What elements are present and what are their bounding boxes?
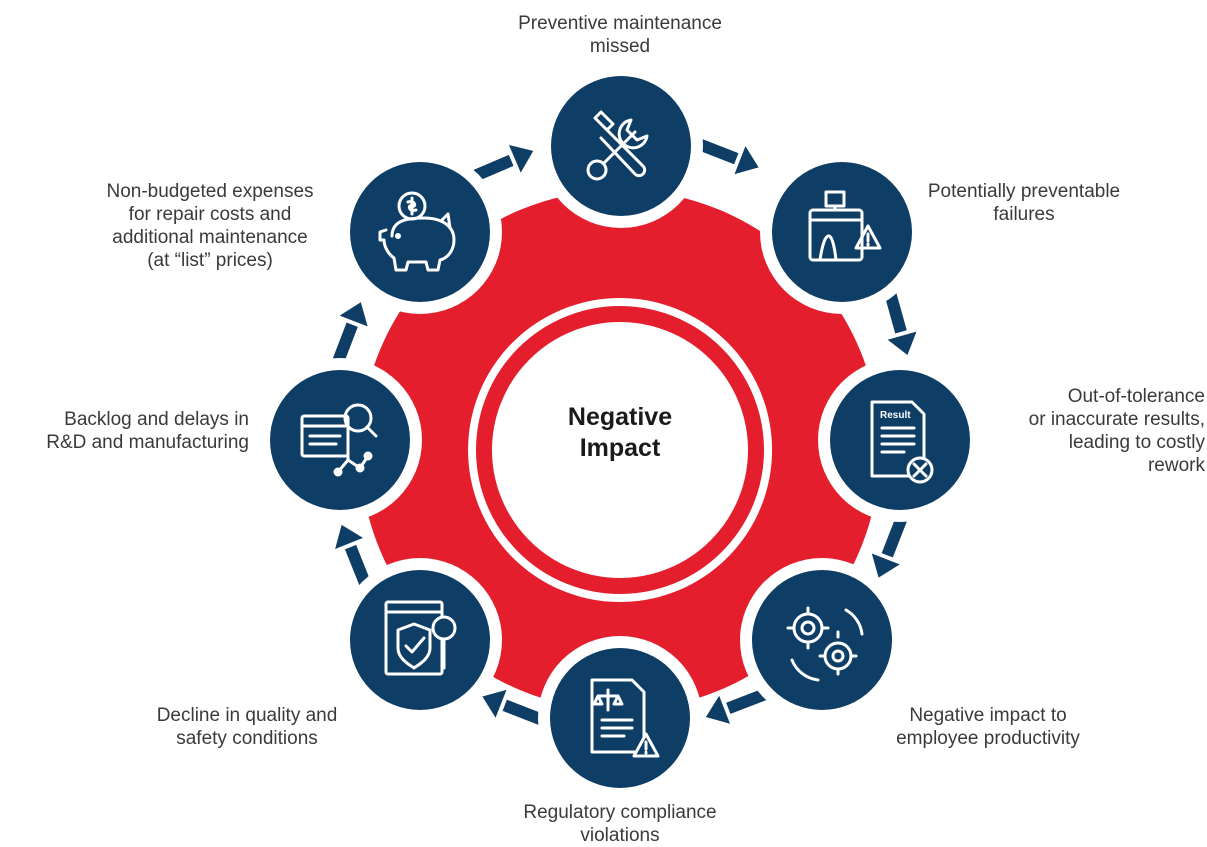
label-backlog-delays: Backlog and delays in R&D and manufactur… [46,409,249,453]
piggy-bank-icon [378,191,456,272]
node-6 [338,558,502,722]
node-7 [258,358,422,522]
node-8 [338,150,502,314]
red-ring [359,190,880,710]
label-non-budgeted-expenses: Non-budgeted expenses for repair costs a… [106,181,314,271]
node-4 [740,558,904,722]
center-white-disc [500,330,740,570]
label-out-of-tolerance: Out-of-tolerance or inaccurate results, … [1028,386,1205,476]
node-3 [818,358,982,522]
tools-icon [586,110,649,181]
nodes-layer: Result [258,64,982,800]
label-preventive-maintenance: Preventive maintenance missed [518,13,722,57]
legal-document-warning-icon [590,678,660,758]
label-decline-quality: Decline in quality and safety conditions [156,705,338,749]
label-regulatory-compliance: Regulatory compliance violations [523,802,717,846]
svg-text:Result: Result [880,410,911,421]
center-title: Negative Impact [567,403,673,462]
node-2 [760,150,924,314]
label-employee-productivity: Negative impact to employee productivity [896,705,1080,749]
shield-check-icon [384,600,457,676]
equipment-warning-icon [808,190,882,262]
result-document-icon: Result [870,400,934,484]
search-analysis-icon [300,403,378,477]
node-5 [538,636,702,800]
inner-red-ring [476,306,764,594]
label-preventable-failures: Potentially preventable failures [927,181,1121,225]
gears-icon [786,606,864,682]
